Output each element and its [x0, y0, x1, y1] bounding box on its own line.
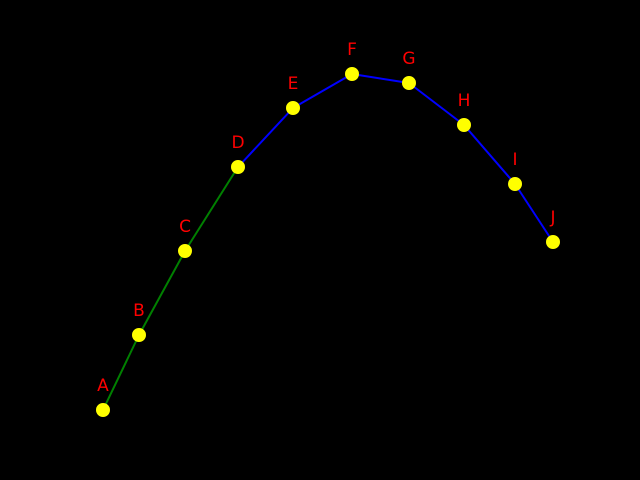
point-label-i: I — [512, 150, 517, 170]
blue-path — [237, 73, 554, 243]
point-e — [286, 101, 300, 115]
point-j — [546, 235, 560, 249]
points-layer — [96, 67, 560, 417]
point-label-j: J — [549, 208, 555, 228]
point-label-f: F — [347, 40, 357, 60]
point-f — [345, 67, 359, 81]
point-label-g: G — [402, 49, 415, 69]
point-label-h: H — [458, 91, 471, 111]
paths-layer — [102, 73, 554, 411]
point-label-b: B — [133, 301, 145, 321]
point-a — [96, 403, 110, 417]
point-c — [178, 244, 192, 258]
point-label-e: E — [288, 74, 299, 94]
point-d — [231, 160, 245, 174]
point-g — [402, 76, 416, 90]
point-i — [508, 177, 522, 191]
point-h — [457, 118, 471, 132]
point-label-c: C — [179, 217, 191, 237]
green-path — [102, 166, 239, 411]
point-label-a: A — [97, 376, 109, 396]
point-label-d: D — [231, 133, 244, 153]
labels-layer: A B C D E F G H I J — [97, 40, 555, 396]
point-b — [132, 328, 146, 342]
